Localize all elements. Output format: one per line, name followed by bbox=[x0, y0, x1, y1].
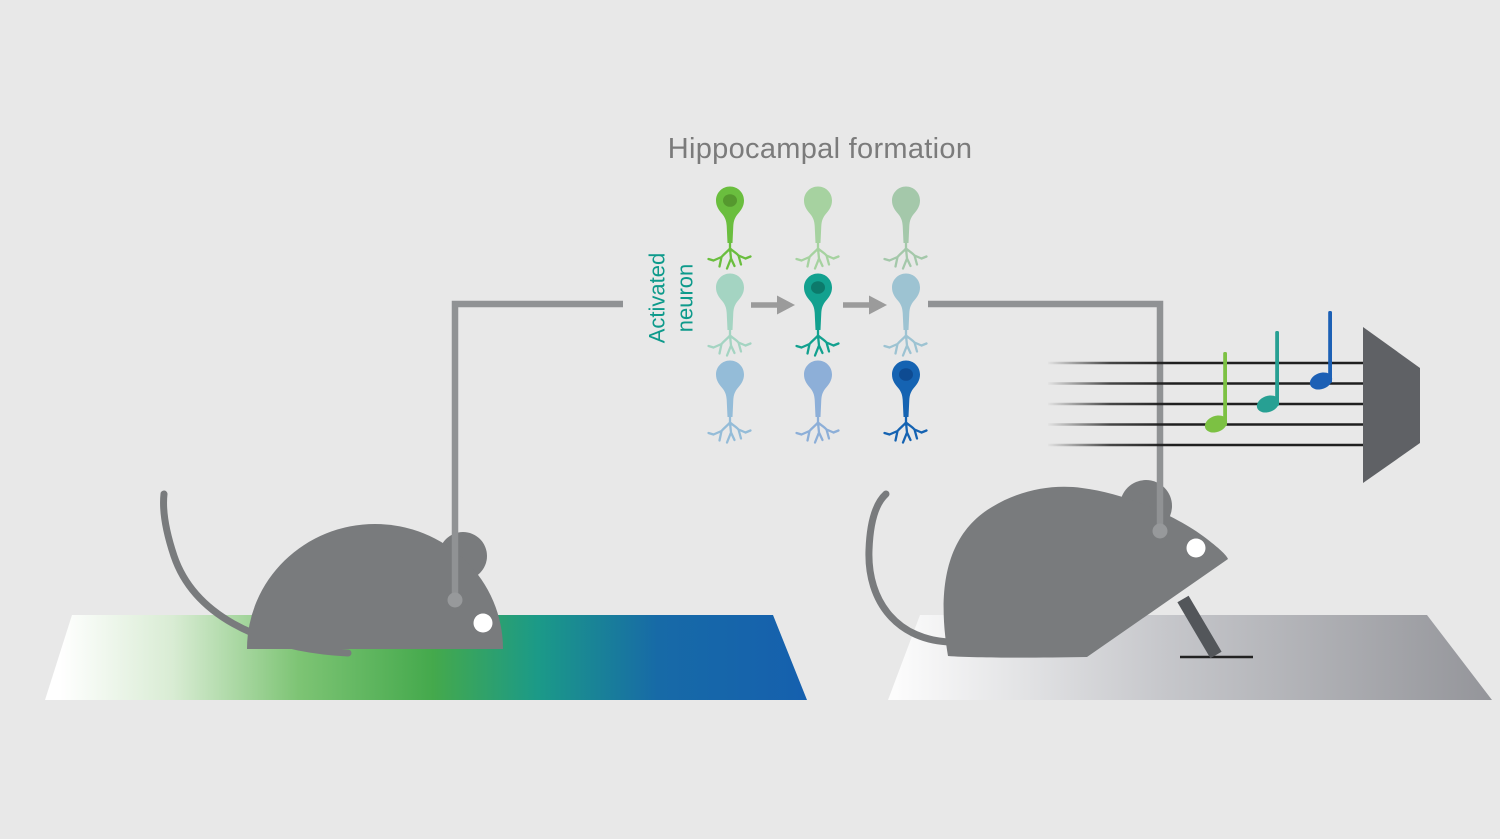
electrode-wires bbox=[447, 300, 1168, 608]
neuron-icon bbox=[707, 273, 752, 357]
neuron-activated-icon bbox=[707, 186, 752, 270]
music-notes bbox=[1204, 311, 1333, 433]
speaker-icon bbox=[1363, 327, 1420, 483]
note-green-icon bbox=[1204, 352, 1228, 433]
note-blue-icon bbox=[1309, 311, 1333, 390]
mouse-body bbox=[247, 524, 503, 649]
arrow-right-icon bbox=[843, 295, 887, 315]
mouse-tail bbox=[865, 490, 956, 646]
activated-neuron-label-line1: Activated bbox=[644, 252, 670, 344]
electrode-wire-right bbox=[928, 300, 1164, 531]
note-teal-icon bbox=[1256, 331, 1280, 413]
electrode-contact-left bbox=[447, 592, 463, 608]
neuron-grid bbox=[707, 186, 928, 444]
mouse-left bbox=[160, 490, 503, 657]
neuron-icon bbox=[795, 186, 840, 270]
activated-neuron-label: Activated neuron bbox=[644, 253, 699, 344]
electrode-wire-left bbox=[451, 300, 623, 600]
mouse-eye-icon bbox=[1186, 538, 1206, 558]
arrow-right-icon bbox=[751, 295, 795, 315]
lever bbox=[1177, 595, 1253, 659]
neuron-icon bbox=[707, 360, 752, 444]
electrode-contact-right bbox=[1152, 523, 1168, 539]
mouse-eye-icon bbox=[473, 613, 493, 633]
lever-bar bbox=[1177, 595, 1222, 659]
track-gradient-left bbox=[45, 615, 807, 700]
neuron-activated-icon bbox=[883, 360, 928, 444]
activated-neuron-label-line2: neuron bbox=[672, 263, 697, 333]
neuron-icon bbox=[795, 360, 840, 444]
figure-title: Hippocampal formation bbox=[667, 133, 973, 165]
neuron-icon bbox=[883, 186, 928, 270]
neuron-activated-icon bbox=[795, 273, 840, 357]
flow-arrows bbox=[751, 295, 887, 315]
neuron-icon bbox=[883, 273, 928, 357]
